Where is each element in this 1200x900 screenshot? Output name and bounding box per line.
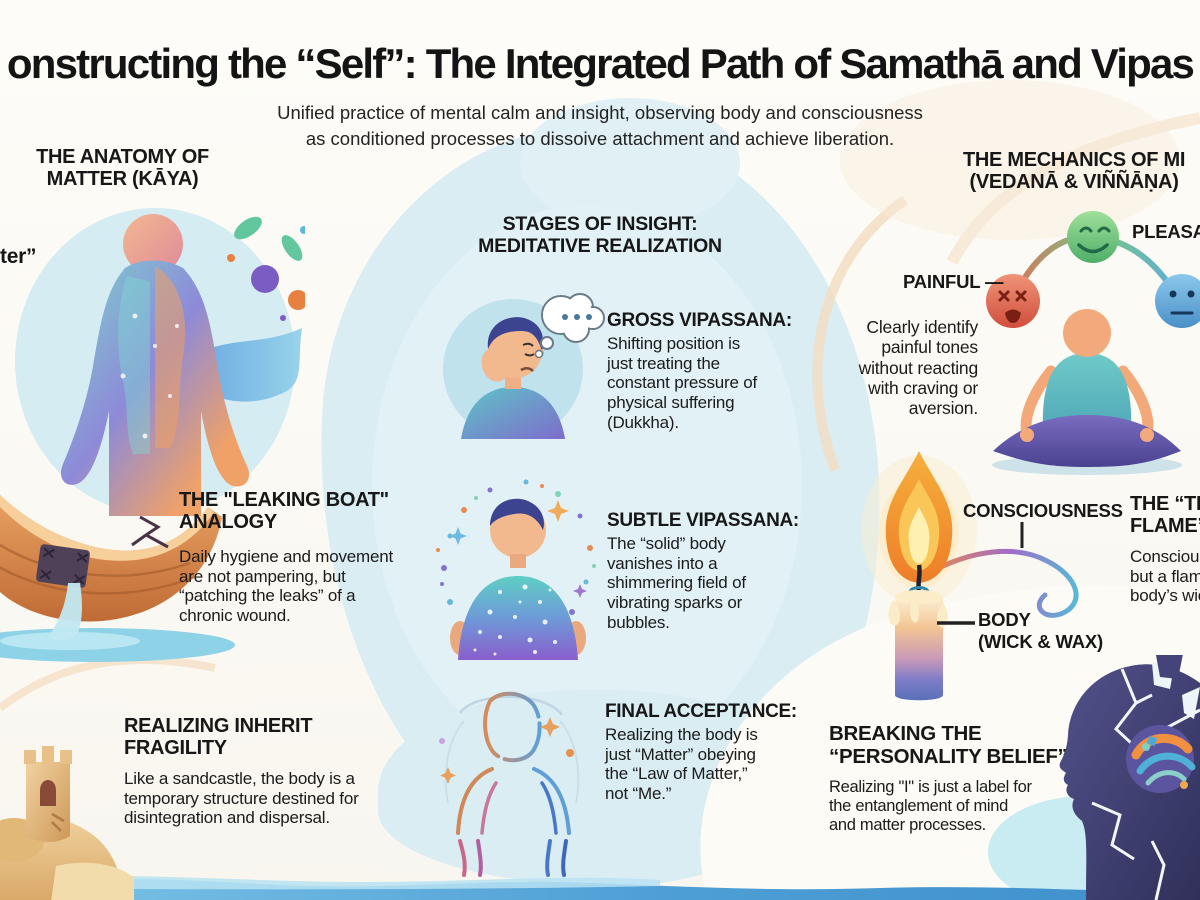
stage1-body: Shifting position is just treating the c… bbox=[607, 334, 758, 432]
stage3-title: FINAL ACCEPTANCE: bbox=[605, 701, 797, 722]
page-title: onstructing the “Self”: The Integrated P… bbox=[6, 40, 1195, 87]
pleasant-label: PLEASAN bbox=[1132, 221, 1200, 242]
consciousness-label: CONSCIOUSNESS bbox=[963, 500, 1123, 521]
mind-swirl bbox=[1126, 725, 1196, 793]
cutoff-matter-label: ter” bbox=[0, 245, 37, 268]
thought-bubble-icon bbox=[534, 293, 605, 359]
neutral-face-icon bbox=[1155, 274, 1200, 328]
candle-icon bbox=[888, 590, 948, 701]
anatomy-section-title: THE ANATOMY OF MATTER (KĀYA) bbox=[36, 146, 209, 191]
fragility-section-title: REALIZING INHERIT FRAGILITY bbox=[124, 715, 313, 760]
personality-section-title: BREAKING THE “PERSONALITY BELIEF” bbox=[829, 722, 1068, 768]
fragility-section-body: Like a sandcastle, the body is a tempora… bbox=[124, 769, 359, 828]
subtle-vipassana-illustration bbox=[436, 479, 596, 660]
painful-label: PAINFUL — bbox=[903, 271, 1004, 292]
flame-icon bbox=[885, 451, 953, 583]
personality-section-body: Realizing "I" is just a label for the en… bbox=[829, 778, 1032, 835]
center-blob-top bbox=[520, 98, 740, 228]
boat-section-body: Daily hygiene and movement are not pampe… bbox=[179, 547, 394, 626]
stage2-body: The “solid” body vanishes into a shimmer… bbox=[607, 534, 746, 632]
pleasant-face-icon bbox=[1067, 211, 1119, 263]
final-acceptance-illustration bbox=[439, 691, 580, 877]
leak-stream bbox=[48, 583, 82, 641]
consciousness-thread bbox=[926, 548, 1079, 618]
cracked-head-illustration bbox=[1059, 655, 1200, 900]
stage1-title: GROSS VIPASSANA: bbox=[607, 310, 792, 331]
crack bbox=[131, 515, 169, 549]
flame-section-body-clipped: Conscious but a flam body’s wic bbox=[1130, 547, 1200, 606]
sparkle-accents bbox=[439, 717, 574, 784]
mechanics-body: Clearly identify painful tones without r… bbox=[858, 317, 979, 419]
painful-face-icon bbox=[986, 274, 1040, 328]
bottom-wave bbox=[0, 876, 1200, 900]
leaking-boat-illustration bbox=[0, 494, 235, 662]
gross-vipassana-illustration bbox=[443, 293, 605, 439]
stage3-body: Realizing the body is just “Matter” obey… bbox=[605, 725, 758, 804]
feeling-tones-meditator-illustration bbox=[986, 211, 1200, 475]
mechanics-section-title: THE MECHANICS OF MI (VEDANĀ & VIÑÑĀṆA) bbox=[963, 149, 1186, 194]
anatomy-figure-illustration bbox=[15, 208, 305, 516]
page-subtitle: Unified practice of mental calm and insi… bbox=[277, 102, 923, 150]
candle-consciousness-illustration bbox=[861, 451, 1079, 701]
sandcastle-illustration bbox=[0, 746, 134, 900]
flame-section-title-clipped: THE “TE FLAME” bbox=[1130, 493, 1200, 538]
matter-particles-decoration bbox=[227, 216, 305, 321]
body-wick-wax-label: BODY (WICK & WAX) bbox=[978, 609, 1104, 653]
meditator-figure bbox=[992, 309, 1182, 475]
stages-section-title: STAGES OF INSIGHT: MEDITATIVE REALIZATIO… bbox=[478, 213, 722, 257]
shirt-speckles bbox=[473, 584, 557, 656]
boat-section-title: THE "LEAKING BOAT" ANALOGY bbox=[179, 489, 389, 534]
stage2-title: SUBTLE VIPASSANA: bbox=[607, 510, 799, 531]
sparkle-scatter bbox=[436, 479, 596, 615]
patch bbox=[36, 544, 90, 588]
